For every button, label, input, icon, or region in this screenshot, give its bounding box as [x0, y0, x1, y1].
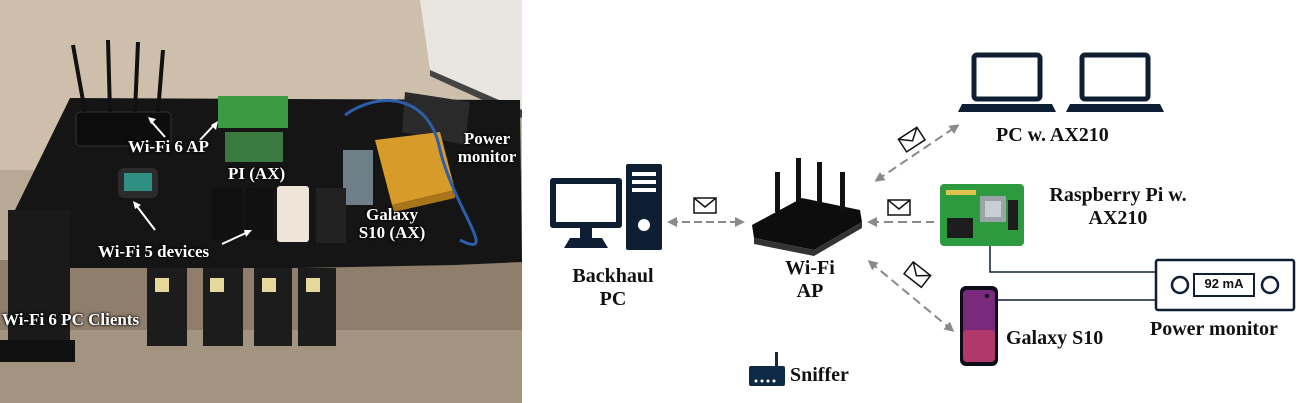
label-power-monitor: Power monitor	[455, 130, 519, 166]
link-ap-pc	[874, 124, 960, 182]
label-ap-line1: Wi-Fi	[785, 257, 835, 279]
envelope-icon-galaxy	[902, 260, 932, 289]
label-rpi-line1: Raspberry Pi w.	[1049, 184, 1187, 206]
envelope-icon-pi	[887, 199, 911, 216]
diagram-drawing	[550, 52, 1296, 386]
galaxy-phone-icon	[960, 286, 998, 366]
label-power-monitor-line2: monitor	[457, 146, 517, 166]
laptop-icon	[958, 52, 1056, 112]
power-reading-display: 92 mA	[1204, 276, 1244, 291]
label-power-monitor-line1: Power	[463, 129, 511, 148]
label-backhaul-line1: Backhaul	[572, 265, 654, 287]
wire-pi-power	[989, 246, 1156, 273]
label-galaxy-s10-ax: Galaxy S10 (AX)	[352, 206, 432, 242]
label-pi-ax: PI (AX)	[228, 164, 286, 183]
label-rpi-line2: AX210	[1088, 207, 1148, 229]
label-sniffer: Sniffer	[790, 364, 849, 386]
laptop-icon-2	[1066, 52, 1164, 112]
envelope-icon	[693, 197, 717, 214]
wifi-router-icon	[752, 158, 862, 256]
sniffer-icon	[749, 352, 785, 386]
label-galaxy-s10: Galaxy S10	[1006, 327, 1104, 349]
testbed-diagram: Backhaul PC Wi-Fi AP PC w. AX210 Raspber…	[522, 0, 1306, 403]
link-ap-galaxy	[867, 260, 955, 332]
label-pc-ax210: PC w. AX210	[996, 124, 1109, 146]
testbed-photo: Wi-Fi 6 AP PI (AX) Power monitor Galaxy …	[0, 0, 522, 403]
label-wifi6-ap: Wi-Fi 6 AP	[128, 137, 209, 156]
label-power-monitor-diagram: Power monitor	[1150, 318, 1278, 340]
envelope-icon-pc	[897, 126, 927, 153]
label-raspberry-pi: Raspberry Pi w. AX210	[1028, 184, 1208, 230]
label-backhaul-pc: Backhaul PC	[558, 265, 668, 311]
testbed-photo-drawing	[0, 0, 522, 403]
label-wifi6-pc-clients: Wi-Fi 6 PC Clients	[2, 310, 140, 329]
label-wifi5-devices: Wi-Fi 5 devices	[98, 242, 210, 261]
label-galaxy-line1: Galaxy	[366, 205, 418, 224]
label-ap-line2: AP	[796, 280, 824, 302]
raspberry-pi-icon	[940, 184, 1024, 246]
label-backhaul-line2: PC	[599, 288, 627, 310]
label-wifi-ap: Wi-Fi AP	[770, 257, 850, 303]
label-galaxy-line2: S10 (AX)	[358, 222, 426, 242]
power-monitor-icon	[1154, 258, 1296, 312]
backhaul-pc-icon	[550, 164, 662, 250]
